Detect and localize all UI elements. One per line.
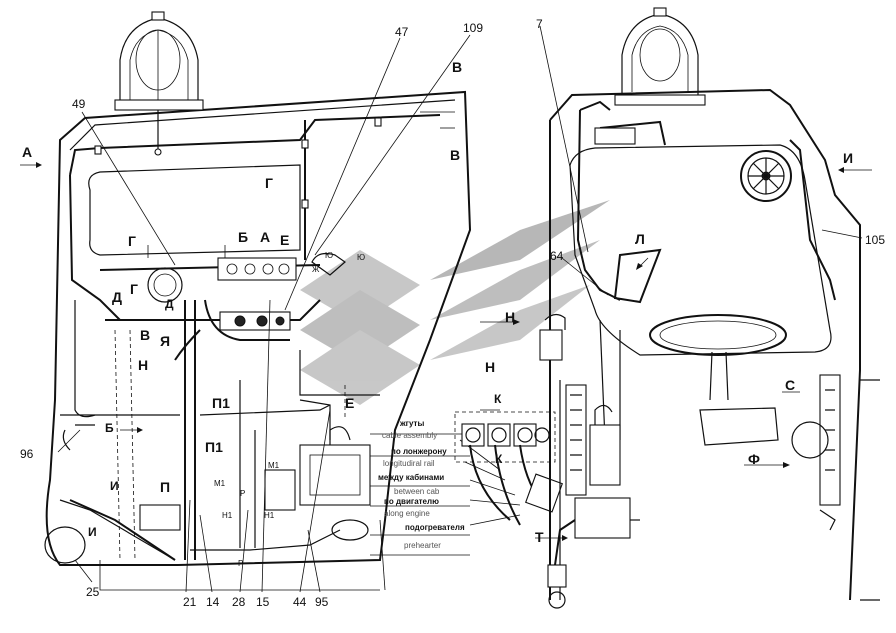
right-harness (539, 100, 836, 361)
label-V-mid: В (140, 327, 150, 343)
label-A-mid: А (260, 229, 270, 245)
label-G-window: Г (265, 175, 273, 191)
watermark-logo (300, 200, 610, 405)
label-N1-a: Н1 (222, 511, 233, 520)
callout-64: 64 (550, 249, 564, 263)
label-N-mid: Н (485, 359, 495, 375)
callout-96: 96 (20, 447, 34, 461)
label-V-bottom: В (450, 147, 460, 163)
callout-14: 14 (206, 595, 220, 609)
harness-legend (370, 433, 521, 556)
label-I-small: И (110, 479, 119, 493)
callout-7: 7 (536, 17, 543, 31)
label-D-small: Д (165, 297, 174, 311)
legend-heater-ru: подогревателя (405, 523, 465, 532)
callout-95: 95 (315, 595, 329, 609)
legend-rail-ru: по лонжерону (391, 447, 447, 456)
callout-28: 28 (232, 595, 246, 609)
label-P: П (160, 479, 170, 495)
legend-text: жгуты cable assembly по лонжерону longit… (378, 419, 465, 550)
legend-cab-ru: между кабинами (378, 473, 444, 482)
legend-harness-en: cable assembly (382, 431, 437, 440)
legend-engine-ru: по двигателю (384, 497, 439, 506)
label-Yu-b: Ю (357, 253, 365, 262)
label-P1-b: П1 (205, 439, 223, 455)
label-N1-b: Н1 (264, 511, 275, 520)
battery-left (264, 426, 371, 541)
label-R-a: Р (240, 489, 245, 498)
label-I-left: И (88, 525, 97, 539)
label-T: Т (535, 529, 544, 545)
leaders-right (539, 25, 863, 296)
legend-harness-ru: жгуты (399, 419, 424, 428)
beacon-lamp-right (614, 7, 706, 106)
label-Zh: Ж (312, 265, 320, 274)
callout-49: 49 (72, 97, 86, 111)
label-F: Ф (748, 451, 760, 467)
label-E-mid: Е (280, 232, 289, 248)
label-I-right: И (843, 150, 853, 166)
label-G-mid: Г (130, 281, 138, 297)
leaders-left (57, 34, 471, 593)
label-L: Л (635, 231, 645, 247)
label-P1-a: П1 (212, 395, 230, 411)
legend-rail-en: longitudiral rail (383, 459, 435, 468)
callout-44: 44 (293, 595, 307, 609)
label-M1-a: М1 (214, 479, 226, 488)
pedal-left (44, 424, 181, 564)
label-M1-b: М1 (268, 461, 280, 470)
label-A-view: А (22, 144, 32, 160)
label-K-top: К (494, 392, 502, 406)
label-K-low: К (495, 452, 503, 466)
fuse-block (147, 252, 346, 331)
beacon-lamp-left (114, 11, 204, 156)
label-E-low: Е (345, 395, 354, 411)
callout-21: 21 (183, 595, 197, 609)
label-B-small: Б (105, 421, 114, 435)
label-D: Д (112, 289, 122, 305)
legend-cab-en: between cab (394, 487, 440, 496)
label-S: С (785, 377, 795, 393)
callout-25: 25 (86, 585, 100, 599)
left-details (114, 111, 455, 561)
label-Yu-a: Ю (325, 251, 333, 260)
label-Ya: Я (160, 333, 170, 349)
legend-heater-en: prehearter (404, 541, 441, 550)
cab-fan (740, 150, 792, 202)
callout-numbers: 7 47 109 49 64 105 96 25 21 14 28 15 44 … (20, 17, 885, 609)
callout-47: 47 (395, 25, 409, 39)
view-letters: А В В Г Г Г Б А Е Д Д В Я Н П1 П1 Е П И … (22, 59, 853, 568)
label-B: Б (238, 229, 248, 245)
label-R-b: Р (238, 559, 243, 568)
label-N-right: Н (505, 309, 515, 325)
connector-panel (454, 411, 563, 526)
callout-15: 15 (256, 595, 270, 609)
view-arrows (20, 162, 872, 541)
label-N-left: Н (138, 357, 148, 373)
callout-105: 105 (865, 233, 885, 247)
label-V-top: В (452, 59, 462, 75)
right-lower (547, 374, 880, 609)
callout-109: 109 (463, 21, 483, 35)
legend-engine-en: along engine (384, 509, 430, 518)
label-G-left: Г (128, 233, 136, 249)
